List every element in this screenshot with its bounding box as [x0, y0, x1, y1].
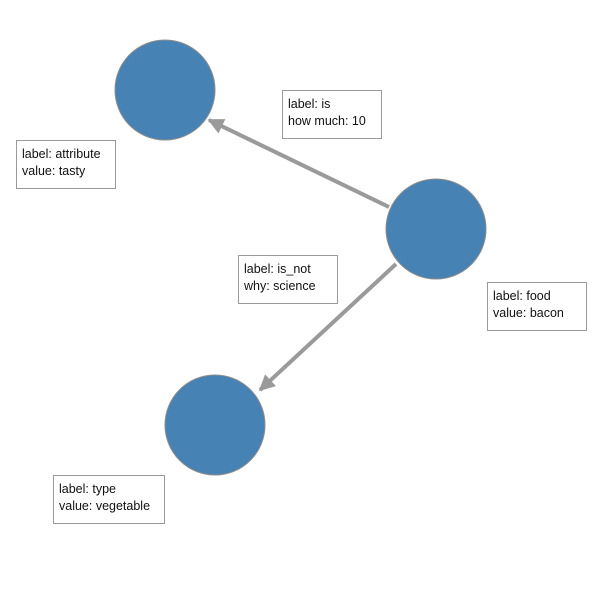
edge-extra-text: how much: 10: [288, 114, 366, 128]
node-label-box-food: label: food value: bacon: [487, 282, 587, 331]
node-value-text: value: bacon: [493, 306, 564, 320]
node-value-text: value: tasty: [22, 164, 86, 178]
edge-label-text: label: is_not: [244, 262, 311, 276]
edge-label-box-is-not: label: is_not why: science: [238, 255, 338, 304]
edge-label-box-is: label: is how much: 10: [282, 90, 382, 139]
node-label-box-attribute: label: attribute value: tasty: [16, 140, 116, 189]
edge-extra-text: why: science: [244, 279, 316, 293]
node-label-text: label: type: [59, 482, 116, 496]
node-attribute[interactable]: [114, 39, 216, 141]
node-value-text: value: vegetable: [59, 499, 151, 513]
node-label-text: label: attribute: [22, 147, 101, 161]
edge-label-text: label: is: [288, 97, 331, 111]
node-label-box-type: label: type value: vegetable: [53, 475, 165, 524]
edge-is[interactable]: [207, 118, 390, 209]
node-type[interactable]: [164, 374, 266, 476]
edge-is-not[interactable]: [258, 262, 398, 392]
node-food[interactable]: [385, 178, 487, 280]
node-label-text: label: food: [493, 289, 551, 303]
